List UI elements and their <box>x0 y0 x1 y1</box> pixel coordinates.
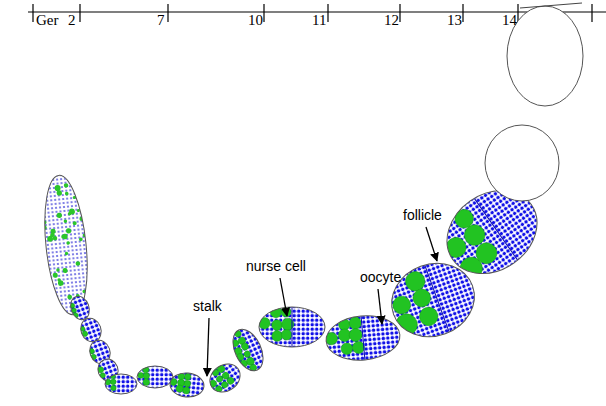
stage-number: 12 <box>384 12 399 29</box>
stage-number: 10 <box>248 12 263 29</box>
structure-label: stalk <box>193 299 222 314</box>
stage-label: Ger <box>36 12 59 29</box>
ovariole-sheath <box>520 3 582 8</box>
structure-label: follicle <box>403 208 442 223</box>
egg-chamber <box>169 372 205 399</box>
egg-chamber <box>507 6 583 106</box>
stage-number: 2 <box>68 12 76 29</box>
stage-number: 13 <box>447 12 462 29</box>
egg-chamber <box>323 313 401 363</box>
leader-arrows <box>207 227 437 376</box>
egg-chamber <box>204 358 246 398</box>
egg-chamber <box>259 306 325 347</box>
egg-chambers <box>37 6 583 398</box>
structure-label: nurse cell <box>246 259 306 274</box>
stage-number: 7 <box>157 12 165 29</box>
egg-chamber <box>105 374 137 394</box>
egg-chamber <box>485 125 559 201</box>
stage-number: 14 <box>502 12 517 29</box>
stage-number: 11 <box>312 12 326 29</box>
egg-chamber <box>37 173 95 317</box>
egg-chamber <box>137 366 173 388</box>
structure-label: oocyte <box>360 270 401 285</box>
